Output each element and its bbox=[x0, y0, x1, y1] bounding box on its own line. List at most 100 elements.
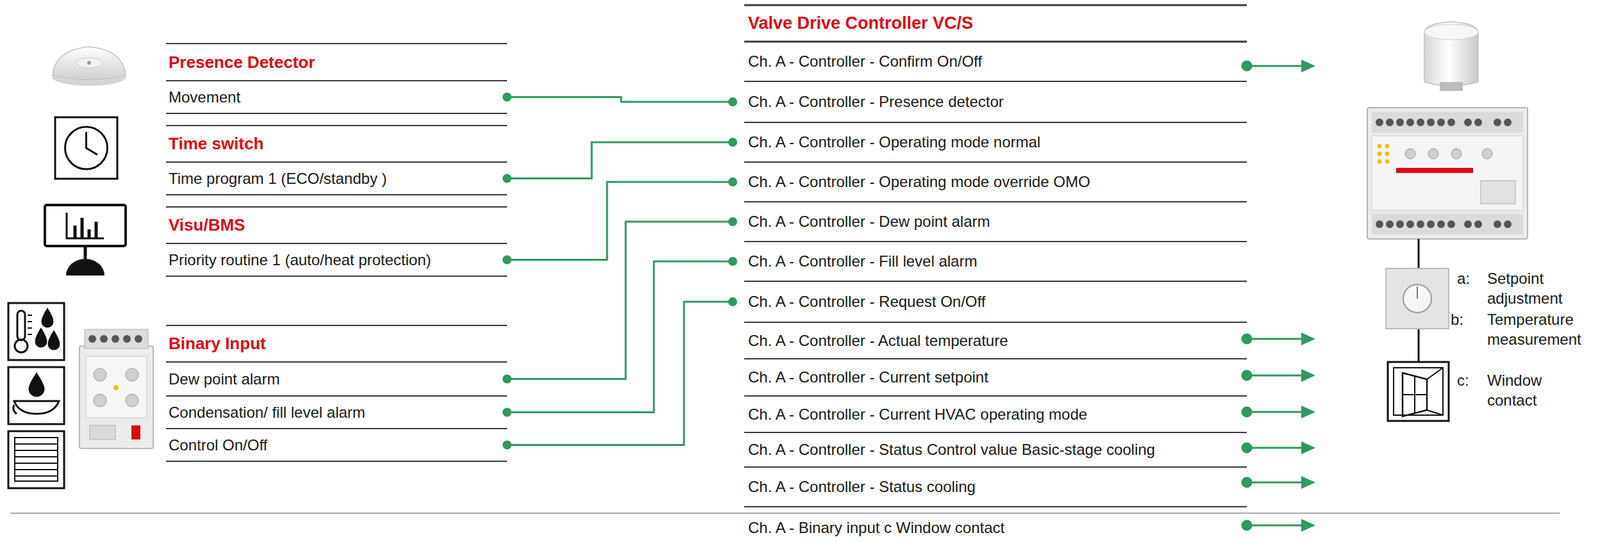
output-arrows-part bbox=[1246, 525, 1303, 527]
fill-level-icon-part bbox=[8, 367, 65, 425]
signal-name: Ch. A - Controller - Fill level alarm bbox=[748, 252, 977, 271]
monitor-icon-part bbox=[66, 212, 104, 239]
valve-drive-controller-device-part-part bbox=[1416, 118, 1425, 127]
valve-drive-controller-device-part bbox=[1405, 148, 1493, 159]
output-arrows-part bbox=[1246, 375, 1303, 377]
connector-dot bbox=[728, 137, 738, 147]
output-arrows-part bbox=[1246, 411, 1303, 414]
binary-input-device-part bbox=[93, 394, 107, 408]
signal-name: Ch. A - Controller - Status cooling bbox=[748, 478, 976, 497]
valve-drive-controller-device-part-part bbox=[1482, 148, 1493, 159]
connector-dot bbox=[728, 97, 738, 107]
valve-drive-controller-device-part-part bbox=[1416, 220, 1425, 229]
signal-row: Dew point alarm bbox=[166, 362, 508, 397]
monitor-icon-part bbox=[75, 217, 97, 239]
binary-input-device-part bbox=[123, 335, 131, 343]
connector-dot bbox=[728, 177, 738, 187]
dew-point-icon-part bbox=[48, 332, 59, 350]
binary-input-device bbox=[79, 329, 154, 449]
signal-connector bbox=[502, 297, 738, 450]
signal-name: Movement bbox=[168, 88, 241, 107]
output-arrows-part bbox=[1301, 59, 1316, 73]
signal-row: Ch. A - Controller - Operating mode norm… bbox=[732, 122, 1247, 163]
fill-level-icon-part bbox=[14, 401, 59, 415]
connector-dot bbox=[502, 174, 512, 184]
fill-level-icon-part bbox=[13, 405, 17, 415]
room-thermostat-part bbox=[1385, 268, 1449, 329]
bottom-rule bbox=[10, 512, 1560, 515]
window-contact-icon-part bbox=[1393, 367, 1443, 416]
presence-detector-icon-part bbox=[76, 57, 102, 68]
room-thermostat bbox=[1385, 268, 1449, 329]
callout-label: c: bbox=[1457, 370, 1470, 391]
valve-drive-controller-device-part-part bbox=[1377, 159, 1383, 165]
wiring-part bbox=[1417, 239, 1420, 269]
blinds-icon-part bbox=[14, 437, 58, 482]
valve-drive-controller-device-part-part bbox=[1385, 144, 1390, 149]
window-contact-icon-part bbox=[1387, 362, 1449, 422]
output-arrows-part bbox=[1246, 65, 1303, 68]
output-arrows-part bbox=[1246, 447, 1303, 450]
valve-drive-controller-device-part bbox=[1371, 214, 1524, 235]
signal-name: Ch. A - Controller - Request On/Off bbox=[748, 292, 986, 311]
callout-label: Temperature measurement bbox=[1487, 309, 1590, 350]
valve-drive-controller-device-part-part bbox=[1385, 159, 1390, 165]
valve-drive-controller-device-part-part bbox=[1437, 118, 1445, 127]
signal-name: Ch. A - Controller - Presence detector bbox=[748, 92, 1004, 111]
device-group: Presence DetectorMovement bbox=[166, 43, 508, 114]
output-arrows bbox=[1242, 59, 1316, 533]
output-arrows-part bbox=[1301, 519, 1316, 533]
valve-drive-controller-device-part-part bbox=[1426, 118, 1435, 127]
dew-point-icon-part bbox=[27, 315, 33, 335]
valve-drive-controller-device-part bbox=[1377, 144, 1390, 165]
signal-name: Ch. A - Controller - Status Control valu… bbox=[748, 441, 1156, 459]
binary-input-device-part bbox=[125, 394, 139, 408]
valve-drive-controller-device-part-part bbox=[1405, 148, 1416, 159]
output-arrows-part bbox=[1301, 441, 1316, 455]
binary-input-device-part bbox=[134, 335, 143, 343]
signal-name: Ch. A - Controller - Confirm On/Off bbox=[748, 52, 983, 71]
connector-line bbox=[507, 221, 733, 380]
valve-actuator-part bbox=[1424, 24, 1479, 40]
valve-drive-controller-device-part bbox=[1371, 135, 1524, 211]
signal-row: Ch. A - Binary input c Window contact bbox=[732, 513, 1247, 542]
clock-icon bbox=[55, 117, 118, 179]
blinds-icon bbox=[8, 431, 65, 489]
valve-drive-controller-device-part-part bbox=[1493, 220, 1502, 229]
dew-point-icon-part bbox=[8, 303, 65, 361]
valve-drive-controller-device-part-part bbox=[1396, 118, 1404, 127]
connector-dot bbox=[502, 92, 512, 102]
signal-row: Time program 1 (ECO/standby ) bbox=[166, 162, 508, 195]
valve-drive-controller-device-part-part bbox=[1385, 220, 1394, 229]
output-arrows-part bbox=[1301, 332, 1316, 346]
valve-drive-controller-device-part-part bbox=[1503, 220, 1512, 229]
signal-row: Ch. A - Controller - Current HVAC operat… bbox=[732, 396, 1247, 433]
binary-input-device-part bbox=[85, 356, 147, 418]
dew-point-icon-part bbox=[14, 339, 28, 353]
signal-row: Ch. A - Controller - Actual temperature bbox=[732, 322, 1247, 359]
output-arrows-part bbox=[1301, 369, 1316, 383]
wiring-part bbox=[1417, 328, 1420, 363]
signal-row: Ch. A - Controller - Fill level alarm bbox=[732, 241, 1247, 282]
group-heading: Valve Drive Controller VC/S bbox=[732, 5, 1247, 42]
clock-icon-part bbox=[86, 132, 98, 155]
binary-input-device-part bbox=[111, 335, 120, 343]
right-separators bbox=[744, 81, 1247, 508]
signal-name: Ch. A - Controller - Operating mode over… bbox=[748, 173, 1091, 192]
output-arrows-part bbox=[1301, 405, 1316, 419]
window-contact-icon-part bbox=[1402, 376, 1427, 414]
connector-dot bbox=[502, 375, 512, 384]
signal-name: Ch. A - Controller - Actual temperature bbox=[748, 332, 1009, 350]
valve-drive-controller-device-part bbox=[1396, 167, 1474, 174]
dew-point-icon-part bbox=[42, 309, 53, 327]
blinds-icon-part bbox=[14, 444, 58, 477]
connector-line bbox=[507, 301, 733, 446]
signal-row: Ch. A - Controller - Operating mode over… bbox=[732, 162, 1247, 202]
signal-name: Ch. A - Controller - Current HVAC operat… bbox=[748, 405, 1088, 424]
valve-drive-controller-device-part-part bbox=[1447, 118, 1456, 127]
valve-drive-controller-device-part-part bbox=[1385, 118, 1394, 127]
valve-drive-controller-device-part-part bbox=[1493, 118, 1502, 127]
signal-row: Ch. A - Controller - Presence detector bbox=[732, 81, 1247, 123]
